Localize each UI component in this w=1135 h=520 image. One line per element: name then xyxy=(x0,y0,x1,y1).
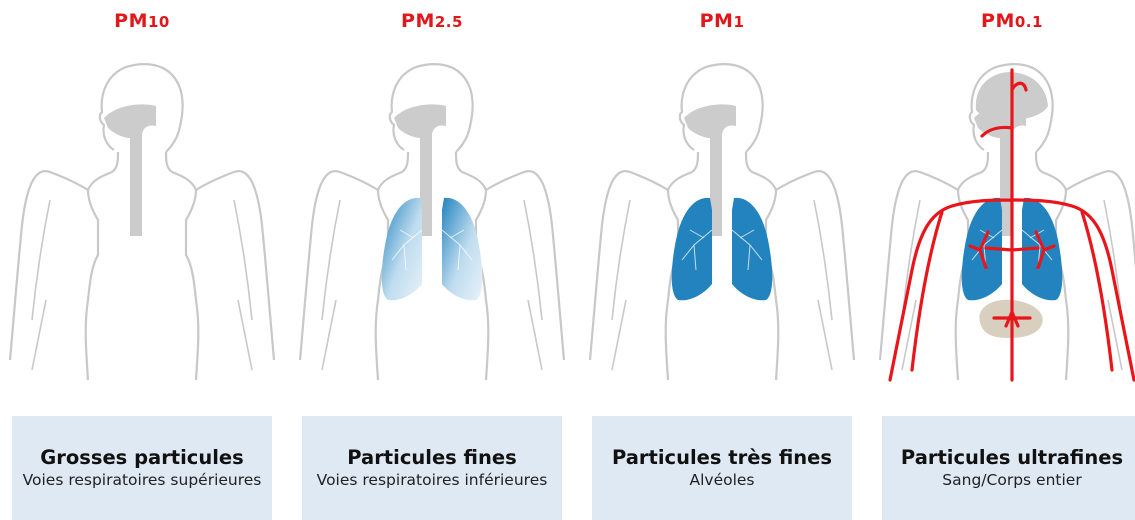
upper-airways-figure xyxy=(6,50,278,400)
title-subscript: 0.1 xyxy=(1015,13,1043,31)
panel-pm0-1: PM0.1 Particules ultrafines Sang/Corps e… xyxy=(876,0,1135,520)
caption-description: Alvéoles xyxy=(679,470,764,491)
caption-title: Particules très fines xyxy=(604,446,840,470)
left-lung xyxy=(672,198,712,300)
panel-title: PM1 xyxy=(586,10,858,32)
lower-airways-figure xyxy=(296,50,568,400)
title-subscript: 2.5 xyxy=(435,13,463,31)
title-main: PM xyxy=(981,10,1015,32)
caption-title: Particules ultrafines xyxy=(893,446,1131,470)
airway-shape xyxy=(104,104,156,236)
title-subscript: 1 xyxy=(733,13,744,31)
blood-vessels xyxy=(890,70,1134,380)
caption-box: Particules très fines Alvéoles xyxy=(592,416,852,520)
panel-title: PM2.5 xyxy=(296,10,568,32)
panel-title: PM10 xyxy=(6,10,278,32)
panel-pm1: PM1 Particules très fines Alvéoles xyxy=(586,0,858,520)
caption-box: Particules fines Voies respiratoires inf… xyxy=(302,416,562,520)
title-main: PM xyxy=(401,10,435,32)
caption-box: Particules ultrafines Sang/Corps entier xyxy=(882,416,1135,520)
caption-title: Grosses particules xyxy=(32,446,252,470)
airway xyxy=(104,104,156,236)
caption-description: Voies respiratoires inférieures xyxy=(307,470,558,491)
panel-title: PM0.1 xyxy=(876,10,1135,32)
alveoli-figure xyxy=(586,50,858,400)
caption-title: Particules fines xyxy=(339,446,524,470)
title-subscript: 10 xyxy=(148,13,170,31)
caption-description: Voies respiratoires supérieures xyxy=(13,470,272,491)
right-lung xyxy=(732,198,772,300)
caption-box: Grosses particules Voies respiratoires s… xyxy=(12,416,272,520)
panel-pm10: PM10 Grosses particules Voies respiratoi… xyxy=(6,0,278,520)
caption-description: Sang/Corps entier xyxy=(932,470,1091,491)
panel-pm2-5: PM2.5 Particules fines Voies respiratoir… xyxy=(296,0,568,520)
right-lung xyxy=(442,198,482,300)
vessel-paths xyxy=(890,70,1134,380)
left-lung xyxy=(382,198,422,300)
title-main: PM xyxy=(114,10,148,32)
title-main: PM xyxy=(700,10,734,32)
whole-body-figure xyxy=(876,50,1135,400)
